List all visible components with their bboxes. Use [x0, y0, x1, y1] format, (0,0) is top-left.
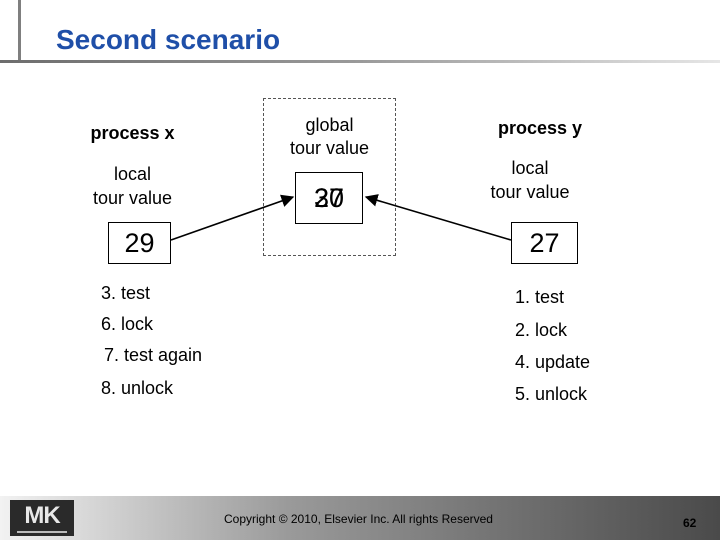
process-y-step: 5. unlock	[515, 384, 588, 404]
process-x-heading: process x	[90, 123, 175, 143]
process-x-value: 29	[124, 227, 155, 258]
global-value-box: 30 27	[295, 172, 363, 224]
logo-mark-icon: MK	[24, 501, 60, 529]
global-label-line2: tour value	[289, 138, 370, 158]
copyright-text: Copyright © 2010, Elsevier Inc. All righ…	[224, 512, 493, 526]
arrow-y-to-global	[364, 194, 512, 241]
process-y-value: 27	[529, 227, 560, 258]
logo-underline	[17, 530, 67, 533]
process-x-step: 3. test	[101, 283, 151, 303]
global-value-new: 27	[313, 183, 345, 213]
publisher-logo: MK	[10, 500, 74, 536]
global-memory-region	[263, 98, 396, 256]
page-number: 62	[683, 516, 697, 530]
global-label-line1: global	[305, 115, 354, 135]
process-y-heading: process y	[497, 118, 583, 138]
process-y-value-box: 27	[511, 222, 578, 264]
arrow-x-to-global	[170, 194, 295, 241]
process-x-value-box: 29	[108, 222, 171, 264]
footer-bar	[0, 496, 720, 540]
process-x-local-label-line2: tour value	[92, 188, 173, 208]
process-x-step: 6. lock	[101, 314, 154, 334]
process-y-step: 1. test	[515, 287, 565, 307]
process-y-local-label-line2: tour value	[490, 182, 570, 202]
process-y-step: 2. lock	[515, 320, 568, 340]
slide-title: Second scenario	[56, 24, 281, 55]
global-value-old: 30	[313, 183, 345, 213]
process-x-local-label-line1: local	[113, 164, 152, 184]
header-horizontal-rule	[0, 60, 720, 63]
process-x-step: 8. unlock	[101, 378, 174, 398]
process-y-step: 4. update	[515, 352, 591, 372]
process-x-step: 7. test again	[104, 345, 203, 365]
process-y-local-label-line1: local	[511, 158, 549, 178]
header-vertical-rule	[18, 0, 21, 62]
